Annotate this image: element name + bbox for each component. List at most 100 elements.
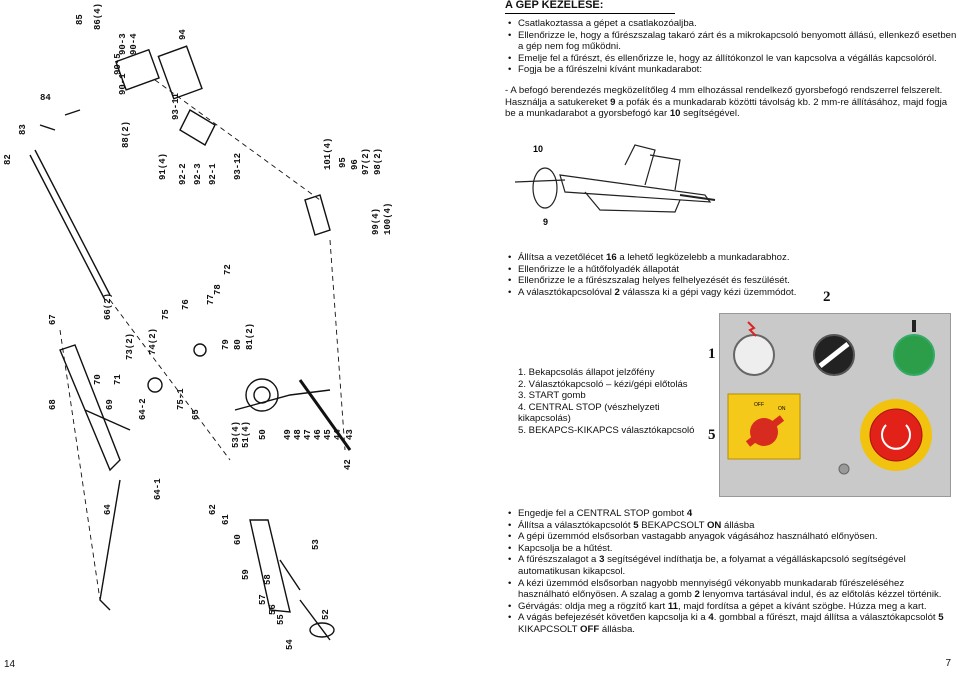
list-item: Fogja be a fűrészelni kívánt munkadarabo…: [505, 64, 957, 76]
part-label: 101(4): [323, 138, 333, 170]
part-label: 53: [311, 539, 321, 550]
part-label: 95: [338, 157, 348, 168]
switch-on-label: ON: [778, 406, 786, 412]
list-item: Állítsa a vezetőlécet 16 a lehető legköz…: [505, 252, 957, 264]
part-label: 68: [48, 399, 58, 410]
control-panel: OFF ON: [719, 313, 951, 497]
part-label: 61: [221, 514, 231, 525]
part-label: 71: [113, 374, 123, 385]
knob-handle: [745, 415, 785, 447]
list-item: A választókapcsolóval 2 válassza ki a gé…: [505, 287, 957, 299]
part-label: 94: [178, 29, 188, 40]
list-item: Ellenőrizze le a hűtőfolyadék állapotát: [505, 264, 957, 276]
part-label: 59: [241, 569, 251, 580]
part-label: 100(4): [383, 203, 393, 235]
list-item: Emelje fel a fűrészt, és ellenőrizze le,…: [505, 53, 957, 65]
part-label: 91(4): [158, 153, 168, 180]
part-label: 51(4): [241, 421, 251, 448]
part-label: 79: [221, 339, 231, 350]
list-item: Állítsa a választókapcsolót 5 BEKAPCSOLT…: [505, 520, 957, 532]
list-item: A vágás befejezését követően kapcsolja k…: [505, 612, 957, 635]
part-label: 64-2: [138, 398, 148, 420]
list-item: A gépi üzemmód elsősorban vastagabb anya…: [505, 531, 957, 543]
part-label: 93-11: [171, 92, 181, 120]
part-label: 60: [233, 534, 243, 545]
start-button[interactable]: [893, 334, 935, 376]
emergency-stop-button[interactable]: [869, 408, 923, 462]
operation-steps: Engedje fel a CENTRAL STOP gombot 4 Állí…: [505, 508, 957, 636]
parts-drawing: 85 86(4) 90-3 90-4 90-5 90-1 94 84 83 82…: [3, 3, 393, 650]
list-item: Kapcsolja be a hűtést.: [505, 543, 957, 555]
part-label: 45: [323, 429, 333, 440]
part-label: 75: [161, 309, 171, 320]
part-label: 57: [258, 594, 268, 605]
part-label: 62: [208, 504, 218, 515]
section-heading: A GÉP KEZELÉSE:: [505, 0, 675, 14]
part-label: 90-4: [129, 33, 139, 55]
exploded-parts-diagram: 85 86(4) 90-3 90-4 90-5 90-1 94 84 83 82…: [3, 3, 393, 670]
part-label: 48: [293, 429, 303, 440]
part-label: 92-2: [178, 163, 188, 185]
part-label: 43: [345, 429, 355, 440]
part-label: 67: [48, 314, 58, 325]
preparation-steps: Állítsa a vezetőlécet 16 a lehető legköz…: [505, 252, 957, 298]
page-number-right: 7: [945, 658, 951, 670]
part-label: 77: [206, 294, 216, 305]
part-label: 56: [268, 604, 278, 615]
list-item: A fűrészszalagot a 3 segítségével indíth…: [505, 554, 957, 577]
part-label: 65: [191, 409, 201, 420]
part-label: 84: [40, 93, 51, 103]
part-label: 81(2): [245, 323, 255, 350]
callout-9: 9: [543, 217, 548, 227]
part-label: 75-1: [176, 388, 186, 410]
part-label: 42: [343, 459, 353, 470]
part-label: 74(2): [148, 328, 158, 355]
part-label: 86(4): [93, 3, 103, 30]
list-item: Csatlakoztassa a gépet a csatlakozóaljba…: [505, 18, 957, 30]
part-label: 72: [223, 264, 233, 275]
part-label: 90-3: [118, 33, 128, 55]
callout-1: 1: [708, 346, 716, 362]
start-symbol-icon: [912, 320, 916, 332]
legend-item: 3. START gomb: [518, 390, 586, 402]
part-label: 76: [181, 299, 191, 310]
part-label: 44: [333, 429, 343, 440]
part-label: 78: [213, 284, 223, 295]
part-label: 64: [103, 504, 113, 515]
part-label: 82: [3, 154, 13, 165]
startup-steps: Csatlakoztassa a gépet a csatlakozóaljba…: [505, 18, 957, 76]
part-label: 90-1: [118, 73, 128, 95]
switch-off-label: OFF: [754, 402, 764, 408]
part-label: 47: [303, 429, 313, 440]
list-item: Gérvágás: oldja meg a rögzítő kart 11, m…: [505, 601, 957, 613]
part-label: 69: [105, 399, 115, 410]
part-label: 66(2): [103, 293, 113, 320]
part-label: 54: [285, 639, 295, 650]
part-label: 52: [321, 609, 331, 620]
clamping-paragraph: - A befogó berendezés megközelítőleg 4 m…: [505, 85, 948, 120]
part-label: 98(2): [373, 148, 383, 175]
part-label: 70: [93, 374, 103, 385]
part-label: 92-3: [193, 163, 203, 185]
legend-item: 5. BEKAPCS-KIKAPCS választókapcsoló: [518, 424, 695, 436]
part-label: 55: [276, 614, 286, 625]
list-item: Ellenőrizze le a fűrészszalag helyes fel…: [505, 275, 957, 287]
legend-item: 4. CENTRAL STOP (vészhelyzeti kikapcsolá…: [518, 401, 660, 425]
list-item: A kézi üzemmód elsősorban nagyobb mennyi…: [505, 578, 957, 601]
part-label: 92-1: [208, 163, 218, 185]
control-panel-drawing: OFF ON: [727, 320, 935, 475]
legend-item: 1. Bekapcsolás állapot jelzőfény: [518, 367, 655, 378]
part-label: 58: [263, 574, 273, 585]
page-number-left: 14: [4, 659, 16, 670]
vice-illustration: 10 9: [514, 144, 716, 227]
part-label: 83: [18, 124, 28, 135]
list-item: Engedje fel a CENTRAL STOP gombot 4: [505, 508, 957, 520]
part-label: 90-5: [113, 53, 123, 75]
part-label: 46: [313, 429, 323, 440]
lightning-icon: [747, 321, 757, 337]
callout-2: 2: [823, 289, 831, 305]
list-item: Ellenőrizze le, hogy a fűrészszalag taka…: [505, 30, 957, 53]
instructions-page: A GÉP KEZELÉSE: Csatlakoztassa a gépet a…: [505, 0, 957, 672]
part-label: 64-1: [153, 478, 163, 500]
part-label: 85: [75, 14, 85, 25]
